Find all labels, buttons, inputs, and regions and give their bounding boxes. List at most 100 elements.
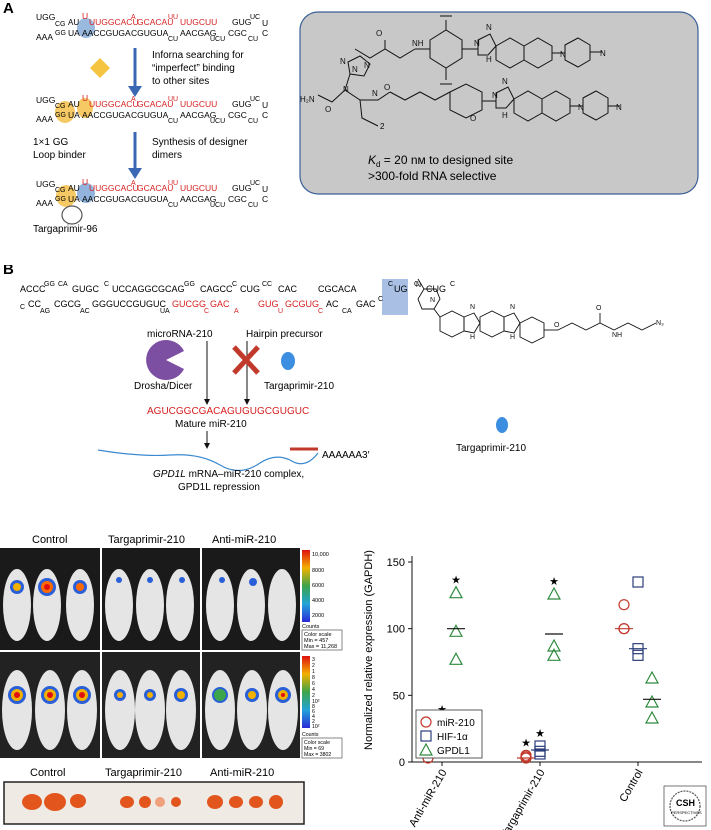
svg-text:CG: CG [55,103,66,110]
svg-text:GUG: GUG [232,99,251,109]
svg-text:4: 4 [312,687,315,693]
x-tick-label: Anti-miR-210 [407,768,449,830]
svg-text:N: N [492,91,498,100]
svg-text:CGC: CGC [228,194,247,204]
svg-text:UA: UA [68,110,80,120]
svg-text:U: U [278,308,283,315]
svg-text:CGC: CGC [228,110,247,120]
targaprimir-210-drop-icon [281,352,295,370]
step1-line2: “imperfect” binding [152,63,235,74]
img-label-targaprimir: Targaprimir-210 [108,534,185,546]
kd-line: Kd = 20 nм to designed site [368,153,513,169]
svg-text:O: O [554,322,560,329]
svg-text:UU: UU [168,96,178,103]
loop-binder-line2: Loop binder [33,150,86,161]
svg-text:Color scale: Color scale [304,740,330,746]
svg-text:H: H [486,55,492,64]
panel-a: A UGG CG AU U UUGGCACU A GCACAU UU UUGCU… [3,0,699,235]
drosha-dicer-icon [146,340,184,380]
svg-text:NH: NH [412,39,424,48]
gpdl1-point [546,586,562,600]
mir210-point [520,749,532,761]
svg-text:N: N [560,50,566,59]
svg-text:AU: AU [68,183,80,193]
svg-text:6: 6 [312,709,315,715]
svg-text:8: 8 [312,704,315,710]
tumors [22,793,283,811]
svg-text:O: O [384,83,390,92]
svg-text:UGG: UGG [36,12,55,22]
rna-structure-3: UGG CG AU U UUGGCACU A GCACAU UU UUGCUU … [36,177,268,225]
svg-text:N: N [474,39,480,48]
svg-text:GGGUCCGUGUC: GGGUCCGUGUC [92,299,167,309]
x-tick-label: Control [617,768,645,805]
svg-text:UC: UC [250,180,260,187]
targaprimir-96-structure [317,15,620,127]
mature-sequence: AGUCGGCGACAGUGUGCGUGUC [147,406,309,417]
poly-a-tail: AAAAAA3′ [322,450,370,461]
significance-star: ★ [549,576,559,588]
y-tick-label: 50 [393,690,405,702]
svg-text:AC: AC [326,299,339,309]
svg-text:C: C [450,281,455,288]
svg-text:GG: GG [44,281,55,288]
svg-text:N: N [616,103,622,112]
microrna-label: microRNA-210 [147,329,213,340]
svg-text:2000: 2000 [312,613,324,619]
svg-text:UGG: UGG [36,95,55,105]
svg-text:UCU: UCU [210,118,225,125]
svg-text:O: O [596,305,602,312]
svg-text:CU: CU [248,118,258,125]
svg-text:AU: AU [68,18,79,27]
svg-text:GUG: GUG [232,17,251,27]
gpdl1-point [644,670,660,684]
svg-text:UUGCUU: UUGCUU [180,17,217,27]
y-tick-label: 150 [387,557,405,569]
tumor-label-targaprimir: Targaprimir-210 [105,767,182,779]
svg-text:AACCGUGA: AACCGUGA [82,194,131,204]
color-scale-1 [302,550,310,622]
svg-text:AACGAG: AACGAG [180,194,216,204]
svg-text:CGC: CGC [228,28,247,38]
y-axis-label: Normalized relative expression (GAPDH) [363,550,375,750]
svg-text:CUG: CUG [240,284,260,294]
svg-text:GG: GG [55,112,66,119]
svg-text:CU: CU [168,36,178,43]
svg-text:GCACAU: GCACAU [137,183,173,193]
svg-text:A: A [131,14,136,21]
gpdl1-point [448,652,464,665]
gpdl1-point [546,648,562,661]
gpd1l-line1: GPD1L mRNA–miR-210 complex, [153,469,304,480]
svg-text:4: 4 [312,714,315,720]
svg-text:C: C [104,281,109,288]
svg-text:C: C [204,308,209,315]
svg-text:U: U [262,184,268,194]
mature-label: Mature miR-210 [175,419,247,430]
svg-text:H₂N: H₂N [300,95,315,104]
svg-text:UA: UA [68,28,80,38]
gpd1l-line2: GPD1L repression [178,482,260,493]
svg-text:6: 6 [312,681,315,687]
svg-text:3: 3 [312,657,315,663]
svg-text:N: N [372,89,378,98]
svg-text:UUGCUU: UUGCUU [180,99,217,109]
drosha-dicer-label: Drosha/Dicer [134,381,193,392]
svg-text:CC: CC [28,299,41,309]
y-tick-label: 0 [399,757,405,769]
tumor-label-control: Control [30,767,65,779]
tumor-label-antimir: Anti-miR-210 [210,767,274,779]
svg-text:CGUGUA: CGUGUA [131,28,169,38]
svg-text:GAC: GAC [356,299,376,309]
svg-text:AG: AG [40,308,50,315]
svg-text:Min = 457: Min = 457 [304,638,328,644]
svg-text:U: U [82,93,88,103]
legend-mir210-marker [420,716,432,728]
svg-text:CC: CC [262,281,272,288]
svg-text:GG: GG [184,281,195,288]
svg-text:N: N [502,77,508,86]
svg-text:UUGGCACU: UUGGCACU [89,99,139,109]
gpdl1-point [644,710,660,724]
svg-text:N: N [352,65,358,74]
svg-text:CA: CA [58,281,68,288]
